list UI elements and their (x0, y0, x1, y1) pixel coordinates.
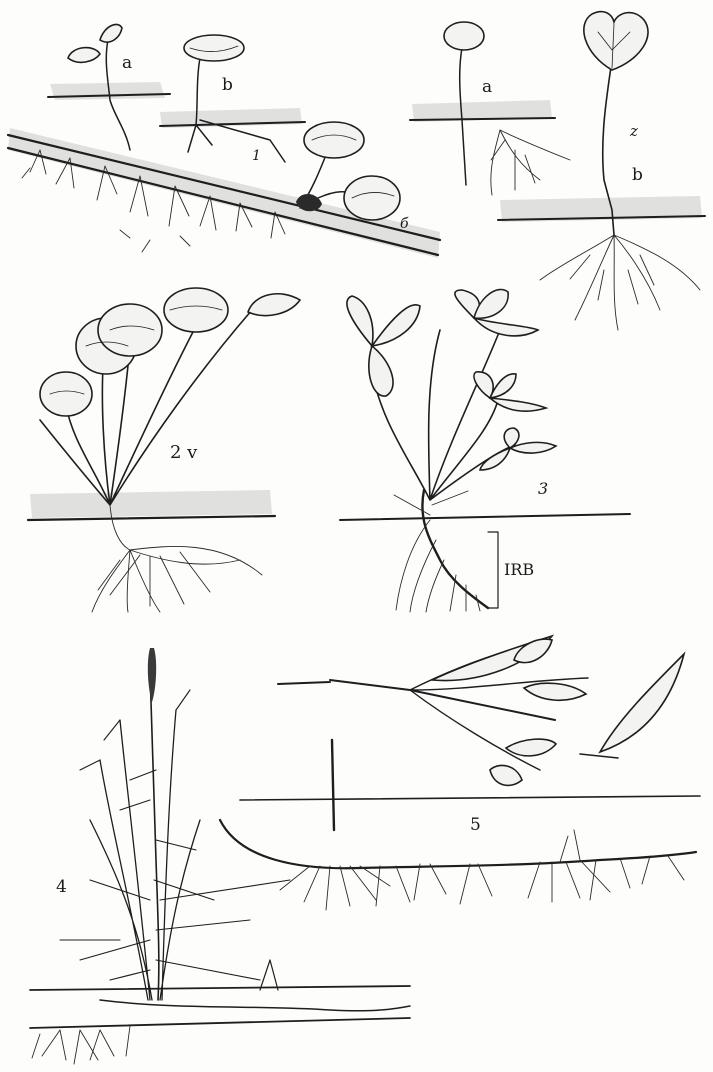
p4-main-culm (150, 670, 159, 1000)
label-2b: b (632, 165, 643, 185)
p2v-roots (92, 505, 262, 612)
p3-leaf-2c (474, 318, 538, 336)
p5-leaf-4 (506, 739, 556, 756)
p5-leaf-5 (490, 765, 522, 785)
panel-1: a b 1 б (8, 24, 440, 258)
p5-rhizome (220, 820, 696, 868)
p4-stolon (100, 1000, 410, 1011)
p3-bracket (488, 532, 498, 608)
soil-line-3 (340, 514, 630, 520)
p2v-leaf-5 (248, 294, 300, 316)
p2-plant-roots (540, 235, 700, 330)
p2-seedling-a-roots (491, 130, 570, 195)
p3-leaf-1a (347, 296, 373, 346)
label-1-6: б (400, 216, 409, 232)
p3-leaf-4c (480, 448, 510, 470)
label-3: 3 (538, 479, 548, 498)
p4-culms (90, 710, 200, 1000)
label-4: 4 (56, 877, 67, 897)
panel-5: 5 (220, 636, 700, 910)
seedling-b-leaf (184, 35, 244, 61)
p5-leaf-detached-stalk (580, 754, 618, 758)
p2-seedling-a-leaf (444, 22, 484, 50)
p4-offshoot (260, 960, 278, 990)
p4-spike (148, 648, 156, 702)
p5-leaf-2 (514, 639, 552, 662)
soil-strip-2v (30, 490, 272, 518)
label-2a: a (482, 77, 492, 97)
p3-leaf-1b (372, 305, 420, 346)
label-2z: z (629, 122, 638, 140)
p4-roots (32, 1026, 130, 1064)
p3-petioles (372, 330, 515, 500)
soil-line-5 (240, 796, 700, 800)
p3-leaf-3a (474, 372, 493, 398)
p3-leaf-4b (510, 442, 556, 453)
p3-leaf-3c (490, 398, 546, 411)
p5-shoot (332, 740, 334, 830)
p5-leaf-detached (600, 654, 684, 752)
p2v-leaf-3 (98, 304, 162, 356)
panel-2: a z b (410, 12, 705, 330)
p5-leaf-3 (524, 683, 586, 700)
p3-leaf-1c (369, 346, 393, 396)
p2-plant-leaf (584, 12, 648, 70)
panel-2v: 2 v (28, 288, 300, 612)
soil-line-4b (30, 1018, 410, 1028)
label-3-irb: IRB (504, 560, 534, 579)
seedling-a-leaf-right (100, 24, 122, 42)
label-1a: a (122, 53, 132, 73)
panel-4: 4 (30, 648, 410, 1064)
label-1: 1 (252, 148, 261, 164)
label-2v: 2 v (170, 442, 198, 463)
p5-roots (280, 830, 684, 910)
panel-3: IRB 3 (340, 290, 630, 612)
p2v-leaf-4 (164, 288, 228, 332)
label-1b: b (222, 75, 233, 95)
p4-leaf-blades (60, 690, 290, 980)
rhizome-plant-leaf-1 (304, 122, 364, 158)
seedling-a-leaf-left (68, 48, 100, 63)
soil-line-4a (30, 986, 410, 990)
label-5: 5 (470, 815, 481, 835)
p3-rhizome (422, 490, 488, 608)
p5-stem-upper (278, 680, 555, 720)
